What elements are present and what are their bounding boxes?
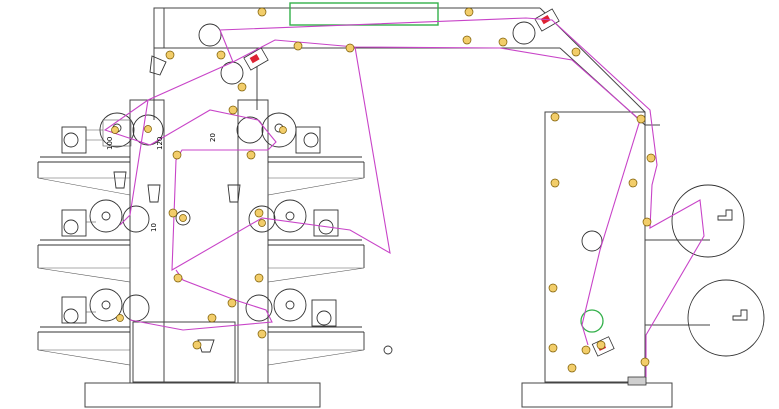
rewind-highlight-roller [580,309,604,333]
print-unit-right-3 [245,288,365,366]
idler-roller [172,150,182,160]
idler-roller [192,340,202,350]
print-unit-left-2 [37,199,150,283]
idler-roller [550,112,560,122]
idler-roller [116,314,124,322]
dryer-box-highlight [289,2,439,26]
print-unit-right-1 [236,112,365,196]
printing-base [84,382,321,408]
idler-roller [548,343,558,353]
idler-roller [254,208,264,218]
idler-roller [640,357,650,367]
idler-roller [173,273,183,283]
top-roller-group [113,2,560,189]
idler-roller [567,363,577,373]
print-unit-right-2 [248,199,365,283]
idler-roller [165,50,175,60]
idler-roller [628,178,638,188]
top-roller-left [198,23,222,47]
idler-roller [642,217,652,227]
print-unit-left-3 [37,288,150,366]
idler-roller [179,214,187,222]
idler-roller [237,82,247,92]
idler-roller [646,153,656,163]
guide-wedge-left [149,55,167,76]
idler-roller [246,150,256,160]
drive-motor [627,376,647,386]
idler-roller [636,114,646,124]
rewind-reel-upper [671,184,745,258]
rewind-reel-lower [687,279,765,357]
unit-label-left-mid: 10 [150,223,158,232]
guide-wedge-left-2 [113,171,127,189]
idler-roller [550,178,560,188]
idler-roller [464,7,474,17]
idler-roller [462,35,472,45]
print-unit-left-1 [37,112,164,196]
tension-sensor-left [243,47,269,71]
idler-roller [207,313,217,323]
unit-label-left-top-a: 100 [106,137,114,150]
idler-roller [345,43,355,53]
idler-roller [254,273,264,283]
rewind-base [521,382,673,408]
idler-roller [168,208,178,218]
idler-roller [596,340,606,350]
printing-tower-frame [129,7,540,386]
rewind-tower-frame [544,111,710,383]
idler-roller [548,283,558,293]
rewind-guide-roller [581,230,603,252]
idler-rollers [111,7,656,373]
idler-roller [216,50,226,60]
idler-roller [257,329,267,339]
idler-roller [144,125,152,133]
top-roller-right [512,21,536,45]
idler-roller [293,41,303,51]
unit-label-left-top-b: 120 [156,137,164,150]
idler-roller [498,37,508,47]
idler-roller [227,298,237,308]
idler-roller [111,126,119,134]
web-path [103,17,705,377]
idler-roller [258,219,266,227]
center-drum [132,184,393,383]
idler-roller [279,126,287,134]
idler-roller [228,105,238,115]
idler-roller [571,47,581,57]
idler-roller [581,345,591,355]
unit-label-center-top: 20 [209,133,217,142]
idler-roller [257,7,267,17]
